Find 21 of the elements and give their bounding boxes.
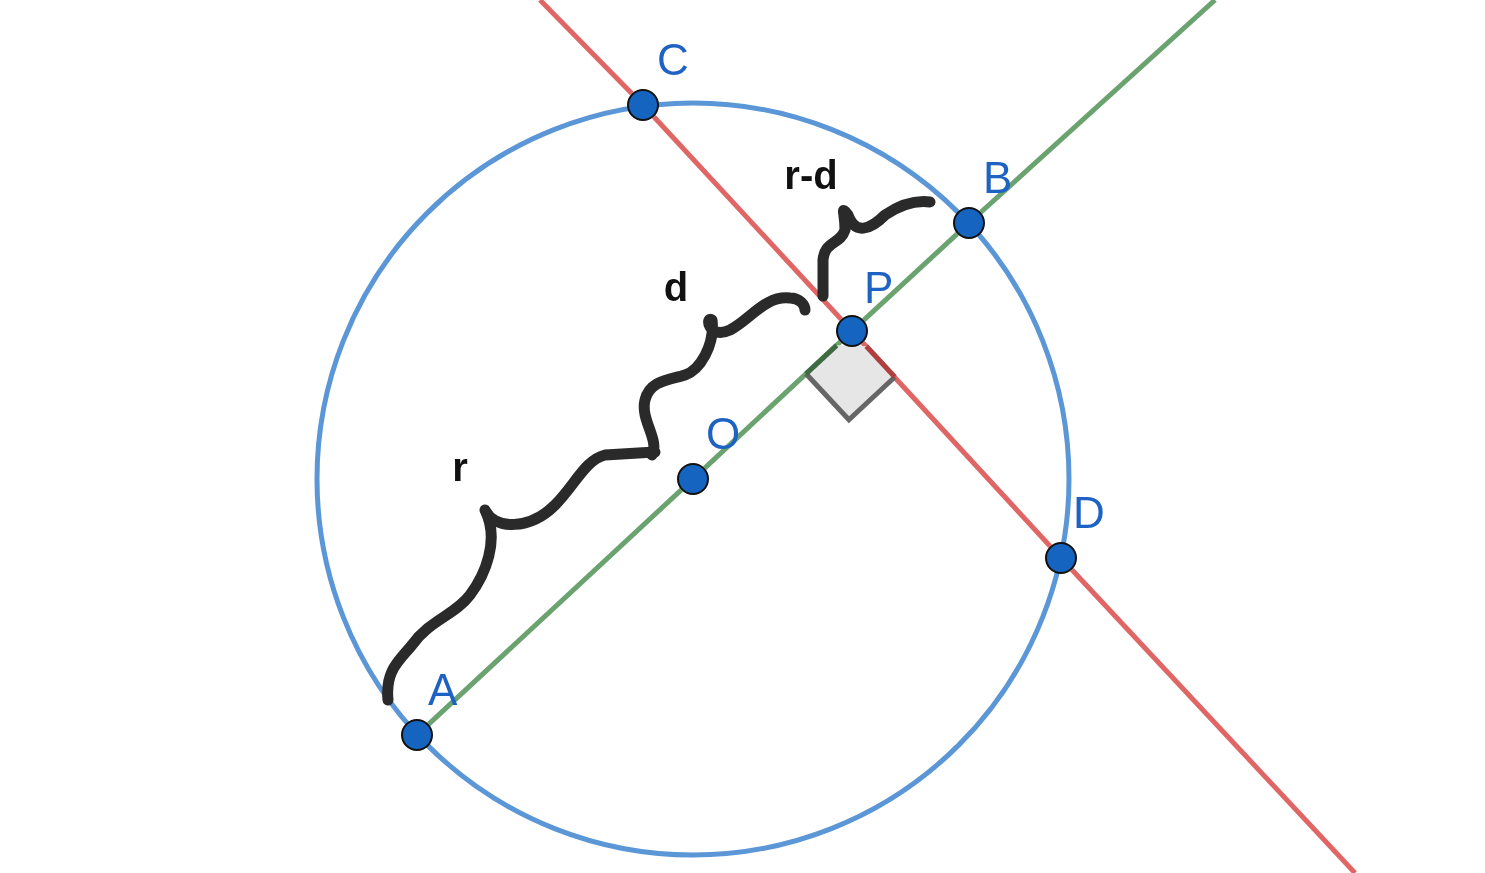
point-label: A: [428, 668, 458, 712]
length-label: r: [452, 447, 468, 487]
point: [677, 463, 709, 495]
point: [836, 315, 868, 347]
point: [401, 719, 433, 751]
line: [1070, 568, 1357, 873]
line: [538, 0, 634, 96]
point: [953, 207, 985, 239]
line: [979, 0, 1217, 215]
length-label: r-d: [784, 155, 838, 195]
point-label: B: [983, 156, 1013, 200]
length-label: d: [663, 267, 689, 307]
line: [652, 115, 843, 321]
point-label: O: [706, 412, 741, 456]
point: [1045, 542, 1077, 574]
point-label: P: [864, 266, 894, 310]
point-label: D: [1073, 491, 1105, 535]
line: [427, 488, 683, 726]
point: [627, 89, 659, 121]
line: [862, 232, 959, 322]
point-label: C: [657, 38, 689, 82]
